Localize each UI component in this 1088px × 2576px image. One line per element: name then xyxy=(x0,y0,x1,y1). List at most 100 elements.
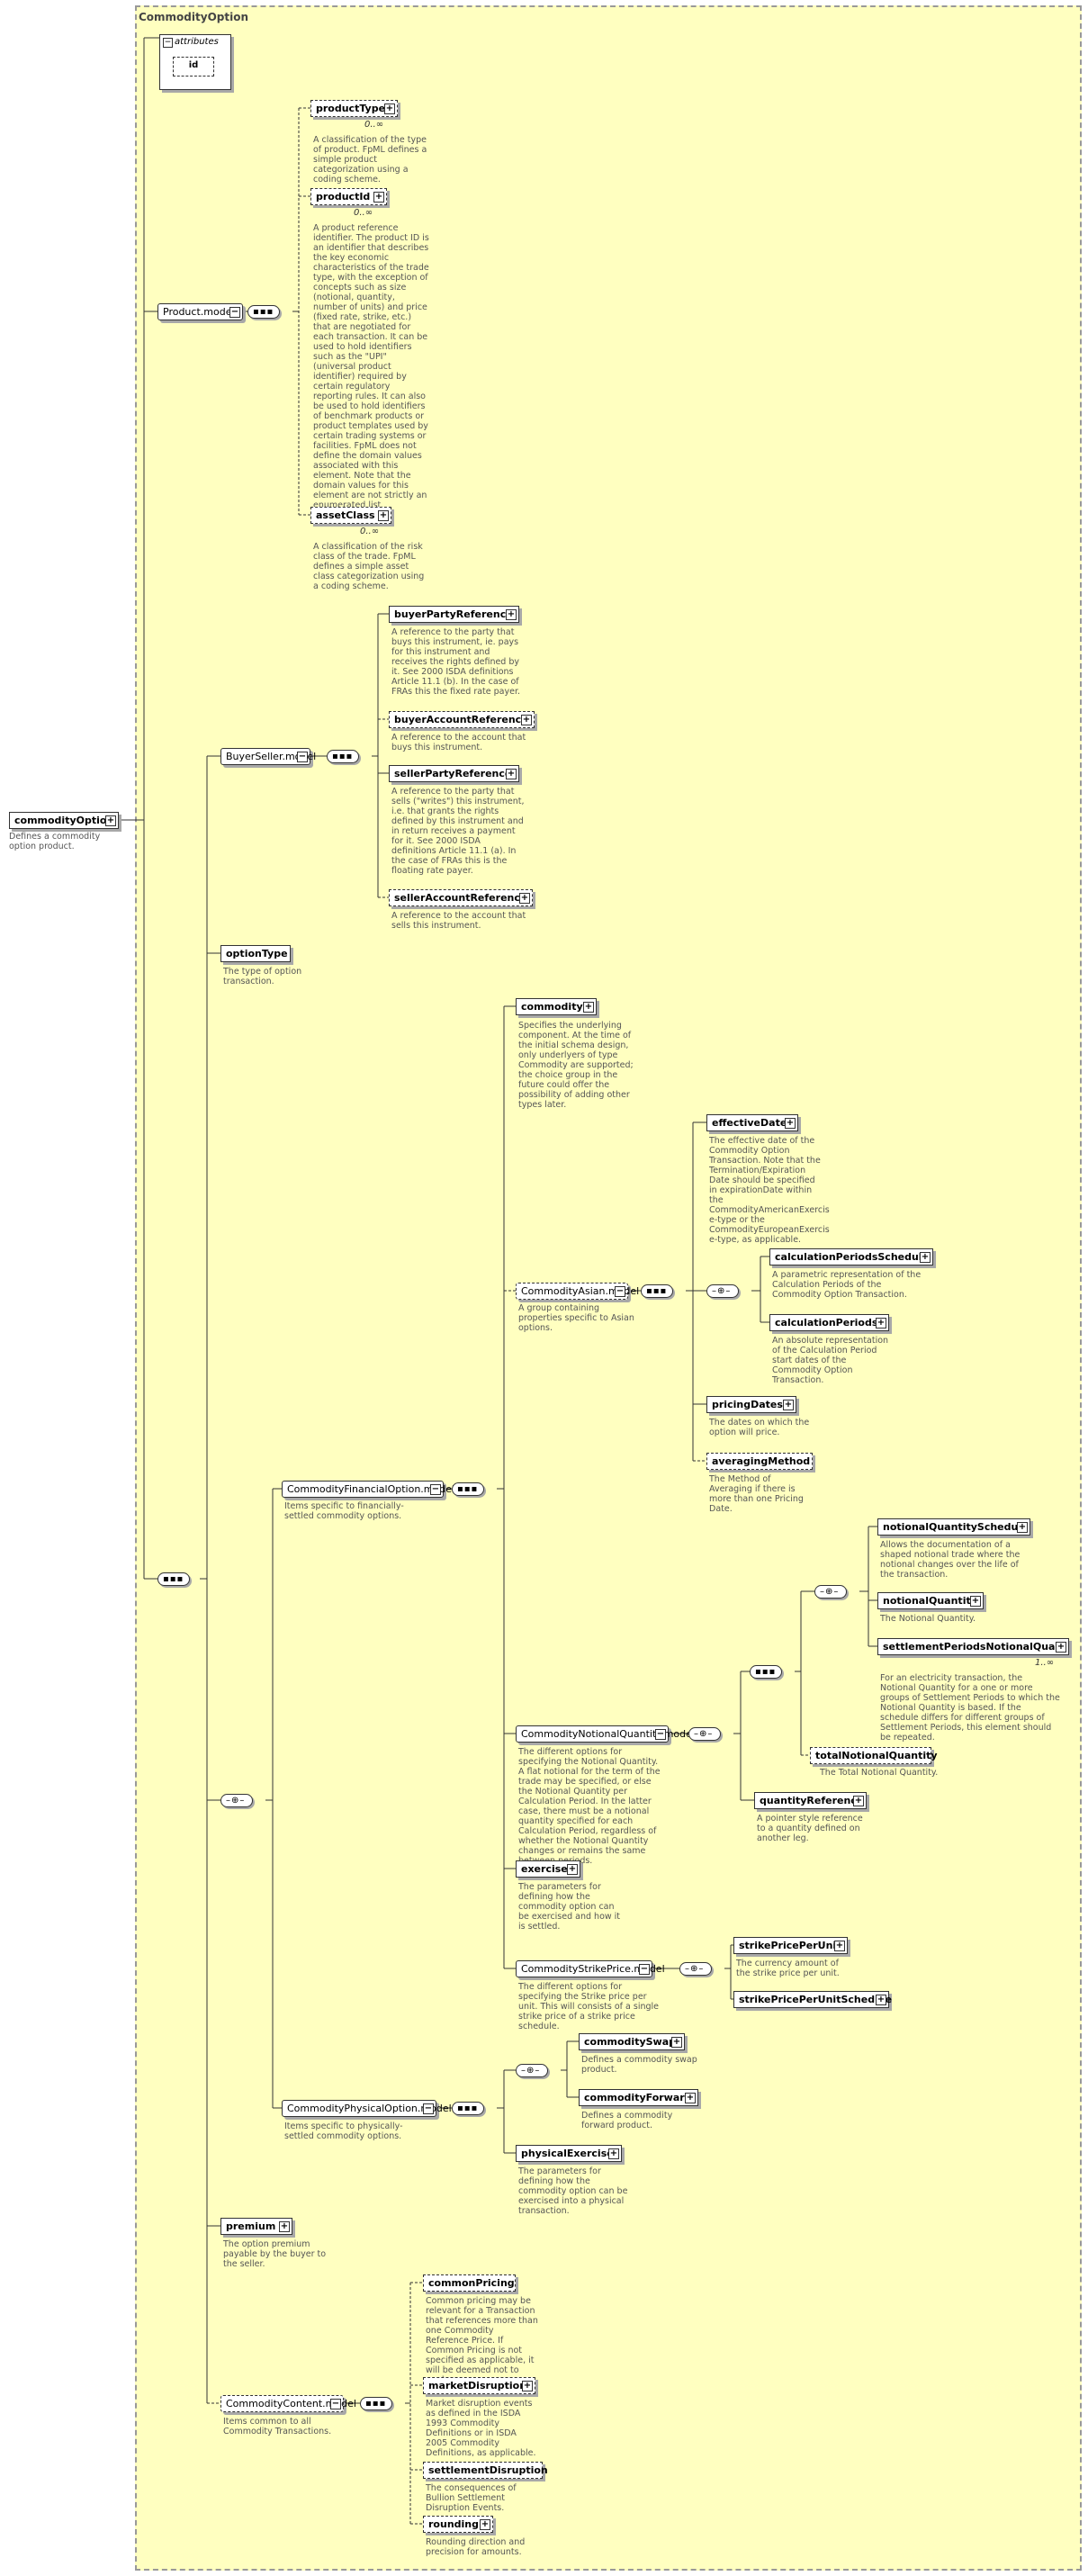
node-label: notionalQuantitySchedule xyxy=(883,1521,1029,1533)
element-notional-quantity[interactable]: notionalQuantity+ xyxy=(877,1592,984,1609)
element-premium[interactable]: premium+ xyxy=(220,2218,292,2235)
expand-icon[interactable]: + xyxy=(521,715,532,725)
doc-asian: A group containing properties specific t… xyxy=(518,1303,634,1333)
element-buyer-party-reference[interactable]: buyerPartyReference+ xyxy=(389,606,519,623)
element-strike-price-per-unit-schedule[interactable]: strikePricePerUnitSchedule+ xyxy=(733,1991,892,2008)
group-commodity-content-model[interactable]: CommodityContent.model− xyxy=(220,2395,356,2412)
expand-icon[interactable]: + xyxy=(373,192,384,203)
collapse-icon[interactable]: − xyxy=(229,307,240,318)
element-exercise[interactable]: exercise+ xyxy=(516,1860,580,1878)
cardinality: 0..∞ xyxy=(364,120,384,130)
element-commodity-swap[interactable]: commoditySwap+ xyxy=(579,2033,685,2050)
expand-icon[interactable]: + xyxy=(480,2519,490,2530)
expand-icon[interactable]: + xyxy=(920,1252,931,1263)
expand-icon[interactable]: + xyxy=(1056,1642,1066,1653)
group-product-model[interactable]: Product.model− xyxy=(157,303,243,320)
expand-icon[interactable]: + xyxy=(834,1941,845,1951)
cardinality: 0..∞ xyxy=(360,527,380,536)
expand-icon[interactable]: + xyxy=(506,769,517,779)
expand-icon[interactable]: + xyxy=(567,1864,578,1875)
node-label: physicalExercise xyxy=(521,2148,614,2159)
element-calculation-periods[interactable]: calculationPeriods+ xyxy=(769,1314,889,1331)
sequence-connector: ▪▪▪ xyxy=(360,2397,392,2410)
expand-icon[interactable]: + xyxy=(105,815,116,826)
expand-icon[interactable]: + xyxy=(970,1596,981,1607)
expand-icon[interactable]: + xyxy=(671,2037,682,2048)
attribute-id[interactable]: id xyxy=(173,57,214,77)
collapse-icon[interactable]: − xyxy=(430,1484,441,1495)
element-settlement-disruption[interactable]: settlementDisruption xyxy=(423,2462,548,2479)
node-label: premium xyxy=(226,2220,276,2232)
doc-commodity-swap: Defines a commodity swap product. xyxy=(581,2055,697,2075)
element-option-type[interactable]: optionType xyxy=(220,945,291,962)
element-quantity-reference[interactable]: quantityReference+ xyxy=(754,1792,867,1809)
element-product-type[interactable]: productType+ xyxy=(310,100,398,117)
node-label: Product.model xyxy=(163,306,235,318)
element-seller-account-reference[interactable]: sellerAccountReference+ xyxy=(389,889,533,906)
element-total-notional-quantity[interactable]: totalNotionalQuantity xyxy=(810,1747,938,1764)
expand-icon[interactable]: + xyxy=(783,1400,794,1410)
expand-icon[interactable]: + xyxy=(506,609,517,620)
choice-connector: –⊕– xyxy=(688,1727,721,1741)
element-settlement-periods-notional-quantity[interactable]: settlementPeriodsNotionalQua...+ xyxy=(877,1638,1069,1655)
collapse-icon[interactable]: − xyxy=(163,38,173,48)
expand-icon[interactable]: + xyxy=(519,893,530,904)
group-commodity-asian-model[interactable]: CommodityAsian.model− xyxy=(516,1283,639,1300)
expand-icon[interactable]: + xyxy=(384,104,395,114)
element-commodity-option[interactable]: commodityOption+ xyxy=(9,812,119,829)
element-pricing-dates[interactable]: pricingDates+ xyxy=(706,1396,796,1413)
collapse-icon[interactable]: − xyxy=(423,2103,434,2114)
doc-calculation-periods-schedule: A parametric representation of the Calcu… xyxy=(772,1270,922,1300)
element-common-pricing[interactable]: commonPricing xyxy=(423,2274,516,2292)
expand-icon[interactable]: + xyxy=(1017,1522,1028,1533)
group-commodity-physical-option-model[interactable]: CommodityPhysicalOption.model− xyxy=(282,2100,452,2117)
node-label: commodityForward xyxy=(584,2092,692,2103)
collapse-icon[interactable]: − xyxy=(655,1729,666,1740)
node-label: exercise xyxy=(521,1863,568,1875)
expand-icon[interactable]: + xyxy=(608,2148,619,2159)
group-commodity-financial-option-model[interactable]: CommodityFinancialOption.model− xyxy=(282,1481,454,1498)
expand-icon[interactable]: + xyxy=(685,2093,696,2103)
node-label: optionType xyxy=(226,948,288,959)
element-commodity[interactable]: commodity+ xyxy=(516,998,597,1015)
element-strike-price-per-unit[interactable]: strikePricePerUnit+ xyxy=(733,1937,848,1954)
doc-seller-party-reference: A reference to the party that sells ("wr… xyxy=(391,787,525,876)
element-averaging-method[interactable]: averagingMethod xyxy=(706,1453,813,1470)
expand-icon[interactable]: + xyxy=(522,2381,533,2391)
element-product-id[interactable]: productId+ xyxy=(310,188,387,205)
expand-icon[interactable]: + xyxy=(378,510,389,521)
element-rounding[interactable]: rounding+ xyxy=(423,2516,493,2533)
element-calculation-periods-schedule[interactable]: calculationPeriodsSchedule+ xyxy=(769,1248,933,1265)
node-label: buyerPartyReference xyxy=(394,608,513,620)
expand-icon[interactable]: + xyxy=(853,1796,864,1806)
node-label: totalNotionalQuantity xyxy=(815,1750,938,1761)
element-physical-exercise[interactable]: physicalExercise+ xyxy=(516,2145,622,2162)
doc-seller-account-reference: A reference to the account that sells th… xyxy=(391,911,526,931)
element-buyer-account-reference[interactable]: buyerAccountReference+ xyxy=(389,711,535,728)
choice-connector: –⊕– xyxy=(706,1284,739,1298)
element-asset-class[interactable]: assetClass+ xyxy=(310,507,391,524)
node-label: BuyerSeller.model xyxy=(226,751,317,762)
group-commodity-notional-quantity-model[interactable]: CommodityNotionalQuantity.model− xyxy=(516,1725,695,1743)
doc-financial: Items specific to financially-settled co… xyxy=(284,1501,404,1521)
attributes-box[interactable]: −attributes id xyxy=(159,34,231,90)
doc-physical-exercise: The parameters for defining how the comm… xyxy=(518,2166,628,2216)
expand-icon[interactable]: + xyxy=(876,1318,886,1329)
element-commodity-forward[interactable]: commodityForward+ xyxy=(579,2089,698,2106)
collapse-icon[interactable]: − xyxy=(615,1286,625,1297)
group-commodity-strike-price-model[interactable]: CommodityStrikePrice.model− xyxy=(516,1960,665,1977)
element-effective-date[interactable]: effectiveDate+ xyxy=(706,1114,798,1131)
expand-icon[interactable]: + xyxy=(785,1118,796,1129)
collapse-icon[interactable]: − xyxy=(297,752,308,762)
element-market-disruption[interactable]: marketDisruption+ xyxy=(423,2377,535,2394)
expand-icon[interactable]: + xyxy=(279,2221,290,2232)
collapse-icon[interactable]: − xyxy=(639,1964,650,1975)
doc-notional: The different options for specifying the… xyxy=(518,1747,661,1866)
node-label: averagingMethod xyxy=(712,1455,811,1467)
expand-icon[interactable]: + xyxy=(876,1995,886,2005)
element-notional-quantity-schedule[interactable]: notionalQuantitySchedule+ xyxy=(877,1518,1030,1536)
expand-icon[interactable]: + xyxy=(583,1002,594,1013)
collapse-icon[interactable]: − xyxy=(330,2399,341,2409)
element-seller-party-reference[interactable]: sellerPartyReference+ xyxy=(389,765,519,782)
group-buyer-seller-model[interactable]: BuyerSeller.model− xyxy=(220,748,316,765)
